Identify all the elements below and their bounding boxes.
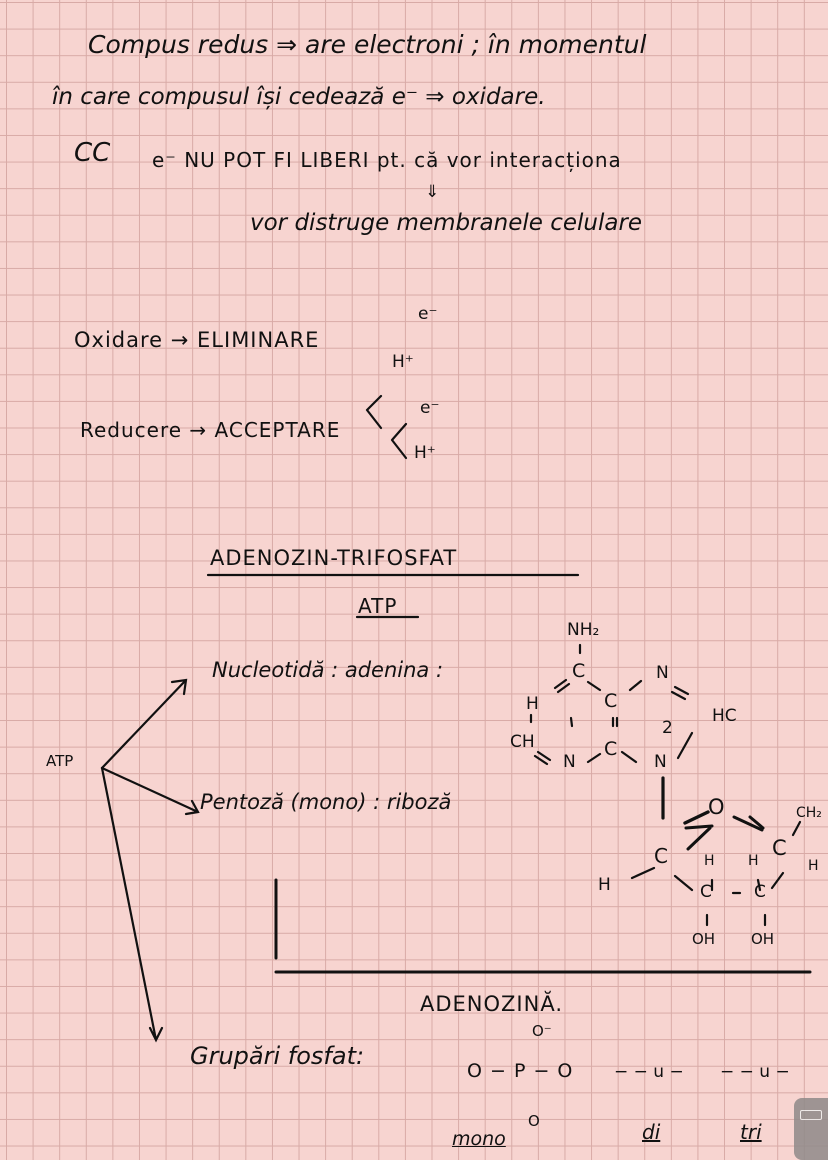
arrow-phosphate <box>100 766 164 1043</box>
oxidare-bracket <box>365 394 383 430</box>
atom-n: N <box>656 663 669 683</box>
atom-o: O <box>708 795 725 819</box>
cc-mark: CC <box>74 138 111 168</box>
atom-c: C <box>700 882 712 902</box>
reducere-bracket <box>390 422 408 460</box>
atom-h: H <box>808 858 819 874</box>
atp-root-label: ATP <box>46 752 74 770</box>
hc-group: HC <box>712 706 737 726</box>
atom-c: C <box>604 690 618 712</box>
ribose-bonds <box>630 810 802 927</box>
phosphate-repeat-1: − − u − <box>614 1062 684 1082</box>
hydroxyl-group: OH <box>751 930 775 948</box>
reducere-electron: e⁻ <box>420 398 440 418</box>
ch2-group: CH₂ <box>796 805 822 821</box>
label-tri: tri <box>740 1120 762 1144</box>
phosphate-groups-label: Grupări fosfat: <box>190 1042 365 1070</box>
adenine-bonds <box>529 643 714 830</box>
atom-n: N <box>563 752 576 772</box>
annotation-number: 2 <box>662 718 673 738</box>
hydroxyl-group: OH <box>692 930 716 948</box>
floating-toolbar-button[interactable] <box>794 1098 828 1160</box>
atom-n: N <box>654 752 667 772</box>
atom-c: C <box>654 844 668 868</box>
note-line-3: e⁻ NU POT FI LIBERI pt. că vor interacți… <box>152 148 622 172</box>
reducere-proton: H⁺ <box>414 443 436 463</box>
atom-h: H <box>598 875 611 895</box>
atom-c: C <box>572 660 586 682</box>
nucleotide-label: Nucleotidă : adenina : <box>212 658 444 682</box>
phosphate-formula: O − P − O <box>467 1060 574 1082</box>
oxidare-proton: H⁺ <box>392 352 414 372</box>
atom-h: H <box>704 853 715 869</box>
atp-abbr: ATP <box>358 594 398 618</box>
note-line-1: Compus redus ⇒ are electroni ; în moment… <box>88 30 647 59</box>
pentose-label: Pentoză (mono) : riboză <box>200 790 452 814</box>
atom-c: C <box>604 738 618 760</box>
atp-title: ADENOZIN-TRIFOSFAT <box>210 546 458 570</box>
note-line-4: vor distruge membranele celulare <box>250 210 643 236</box>
adenozina-label: ADENOZINĂ. <box>420 992 564 1016</box>
keyboard-icon <box>800 1110 822 1120</box>
arrow-pentose <box>100 766 200 816</box>
arrow-nucleotide <box>100 678 188 770</box>
phosphate-top: O⁻ <box>532 1022 552 1040</box>
note-line-2: în care compusul își cedează e⁻ ⇒ oxidar… <box>52 84 546 110</box>
phosphate-bottom: O <box>528 1112 540 1130</box>
ch-group: CH <box>510 732 535 752</box>
phosphate-repeat-2: − − u − <box>720 1062 790 1082</box>
atom-c: C <box>754 882 766 902</box>
atom-h: H <box>748 853 759 869</box>
implies-arrow: ⇓ <box>425 182 440 202</box>
label-di: di <box>642 1120 661 1144</box>
nh2-group: NH₂ <box>567 620 600 640</box>
oxidare-label: Oxidare → ELIMINARE <box>74 328 320 352</box>
reducere-label: Reducere → ACCEPTARE <box>80 418 341 442</box>
atom-c: C <box>772 836 787 860</box>
label-mono: mono <box>452 1128 506 1150</box>
oxidare-electron: e⁻ <box>418 304 438 324</box>
atom-h: H <box>526 694 539 714</box>
